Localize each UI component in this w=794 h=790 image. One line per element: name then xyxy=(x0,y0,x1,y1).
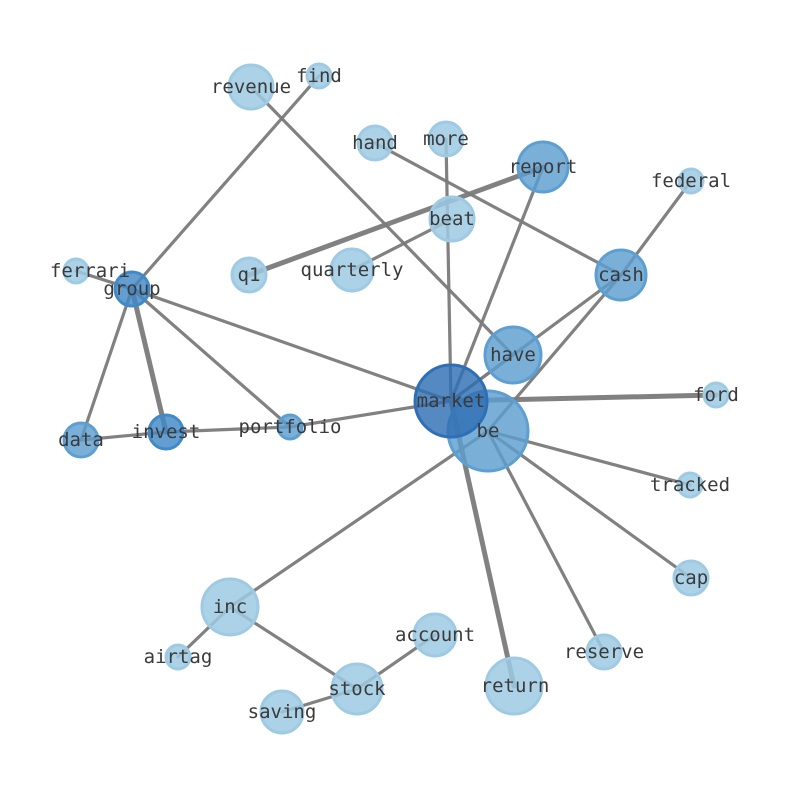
edge-be-reserve xyxy=(486,429,606,654)
node-have[interactable] xyxy=(483,325,543,385)
node-label-airtag: airtag xyxy=(144,646,213,668)
node-label-have: have xyxy=(490,344,536,366)
node-reserve[interactable] xyxy=(585,633,623,671)
node-more[interactable] xyxy=(427,120,465,158)
edge-market-group xyxy=(130,287,453,403)
edge-cash-hand xyxy=(373,141,623,277)
edge-group-data xyxy=(79,287,134,442)
edge-group-invest xyxy=(129,286,169,435)
edge-market-report xyxy=(449,165,545,403)
edge-be-inc xyxy=(228,429,490,609)
node-label-ford: ford xyxy=(693,384,739,406)
node-label-report: report xyxy=(509,156,578,178)
node-label-hand: hand xyxy=(352,132,398,154)
node-label-portfolio: portfolio xyxy=(239,416,342,438)
node-federal[interactable] xyxy=(677,167,705,195)
node-label-q1: q1 xyxy=(238,264,261,286)
node-quarterly[interactable] xyxy=(329,247,375,293)
node-ferrari[interactable] xyxy=(62,257,90,285)
node-label-return: return xyxy=(481,675,550,697)
edge-group-find xyxy=(130,74,321,291)
node-revenue[interactable] xyxy=(227,63,275,111)
node-account[interactable] xyxy=(412,612,458,658)
node-label-tracked: tracked xyxy=(650,474,730,496)
node-beat[interactable] xyxy=(428,195,476,243)
edge-group-portfolio xyxy=(130,287,292,429)
node-cap[interactable] xyxy=(672,559,710,597)
node-q1[interactable] xyxy=(230,256,268,294)
node-hand[interactable] xyxy=(356,124,394,162)
edge-have-revenue xyxy=(249,85,515,357)
node-label-group: group xyxy=(103,278,160,300)
node-label-market: market xyxy=(417,390,486,412)
labels-layer: market be cash have report group invest data por… xyxy=(50,65,739,723)
node-airtag[interactable] xyxy=(164,643,192,671)
node-stock[interactable] xyxy=(330,662,384,716)
node-label-data: data xyxy=(58,429,104,451)
node-find[interactable] xyxy=(305,62,333,90)
edge-market-more xyxy=(444,137,453,403)
edges-layer xyxy=(74,74,719,714)
edge-be-cap xyxy=(486,429,693,580)
node-label-inc: inc xyxy=(213,596,247,618)
node-label-more: more xyxy=(423,128,469,150)
node-label-saving: saving xyxy=(248,701,317,723)
node-label-revenue: revenue xyxy=(211,76,291,98)
node-label-cash: cash xyxy=(598,264,644,286)
node-label-beat: beat xyxy=(429,208,475,230)
node-label-account: account xyxy=(395,624,475,646)
node-label-quarterly: quarterly xyxy=(301,259,404,281)
node-label-invest: invest xyxy=(132,421,201,443)
node-inc[interactable] xyxy=(200,577,260,637)
node-label-ferrari: ferrari xyxy=(50,260,130,282)
edge-invest-portfolio xyxy=(164,425,292,434)
node-label-be: be xyxy=(477,420,500,442)
node-data[interactable] xyxy=(62,421,100,459)
nodes-layer xyxy=(62,62,730,735)
node-label-stock: stock xyxy=(328,678,386,700)
node-group[interactable] xyxy=(113,270,151,308)
node-invest[interactable] xyxy=(147,413,185,451)
node-label-reserve: reserve xyxy=(564,641,644,663)
node-saving[interactable] xyxy=(259,689,305,735)
node-tracked[interactable] xyxy=(676,471,704,499)
node-ford[interactable] xyxy=(702,381,730,409)
node-label-cap: cap xyxy=(674,567,708,589)
node-market[interactable] xyxy=(413,363,489,439)
node-cash[interactable] xyxy=(594,248,648,302)
node-label-federal: federal xyxy=(651,170,731,192)
node-return[interactable] xyxy=(484,656,544,716)
node-report[interactable] xyxy=(516,140,570,194)
node-label-find: find xyxy=(296,65,342,87)
edge-report-q1 xyxy=(246,164,546,278)
node-portfolio[interactable] xyxy=(276,413,304,441)
